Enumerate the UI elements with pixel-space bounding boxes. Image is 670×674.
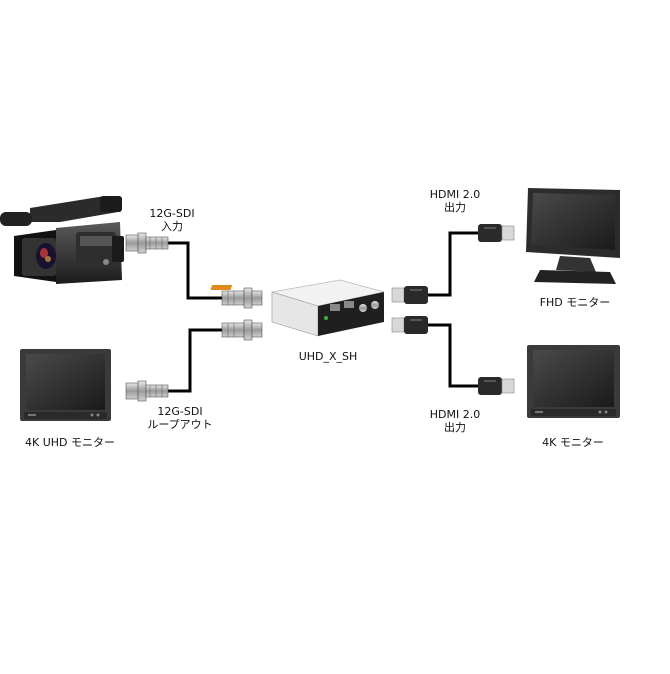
hdmi-connector-icon xyxy=(391,316,428,334)
sdi-input-label-line2: 入力 xyxy=(161,220,183,233)
uhd-monitor-icon xyxy=(20,349,111,421)
bnc-connector-icon xyxy=(125,380,169,402)
hdmi-bottom-label-line2: 出力 xyxy=(444,421,466,434)
hdmi-bottom-label-line1: HDMI 2.0 xyxy=(429,408,481,421)
hdmi-top-label: HDMI 2.0 出力 xyxy=(420,188,490,214)
bnc-connector-icon xyxy=(221,319,263,341)
cable-hdmi-top xyxy=(428,231,478,297)
converter-box-icon xyxy=(210,279,385,337)
sdi-loop-label: 12G-SDI ループアウト xyxy=(140,405,220,431)
bnc-connector-icon xyxy=(125,232,169,254)
camcorder-icon xyxy=(0,196,124,284)
cable-sdi-in xyxy=(168,241,222,300)
bnc-connector-icon xyxy=(221,287,263,309)
hdmi-connector-icon xyxy=(478,224,515,242)
k4-monitor-label: 4K モニター xyxy=(542,436,604,449)
cable-sdi-loop xyxy=(168,328,222,393)
hdmi-top-label-line1: HDMI 2.0 xyxy=(429,188,481,201)
sdi-loop-label-line1: 12G-SDI xyxy=(157,405,203,418)
hdmi-top-label-line2: 出力 xyxy=(444,201,466,214)
sdi-input-label-line1: 12G-SDI xyxy=(149,207,195,220)
k4-monitor-icon xyxy=(527,345,620,418)
cable-hdmi-bottom xyxy=(428,323,478,388)
device-name-label: UHD_X_SH xyxy=(298,350,358,363)
hdmi-connector-icon xyxy=(391,286,428,304)
fhd-monitor-icon xyxy=(526,188,620,284)
uhd-monitor-label: 4K UHD モニター xyxy=(25,436,115,449)
sdi-loop-label-line2: ループアウト xyxy=(147,418,213,431)
hdmi-bottom-label: HDMI 2.0 出力 xyxy=(420,408,490,434)
fhd-monitor-label: FHD モニター xyxy=(539,296,611,309)
hdmi-connector-icon xyxy=(478,377,515,395)
sdi-input-label: 12G-SDI 入力 xyxy=(142,207,202,233)
